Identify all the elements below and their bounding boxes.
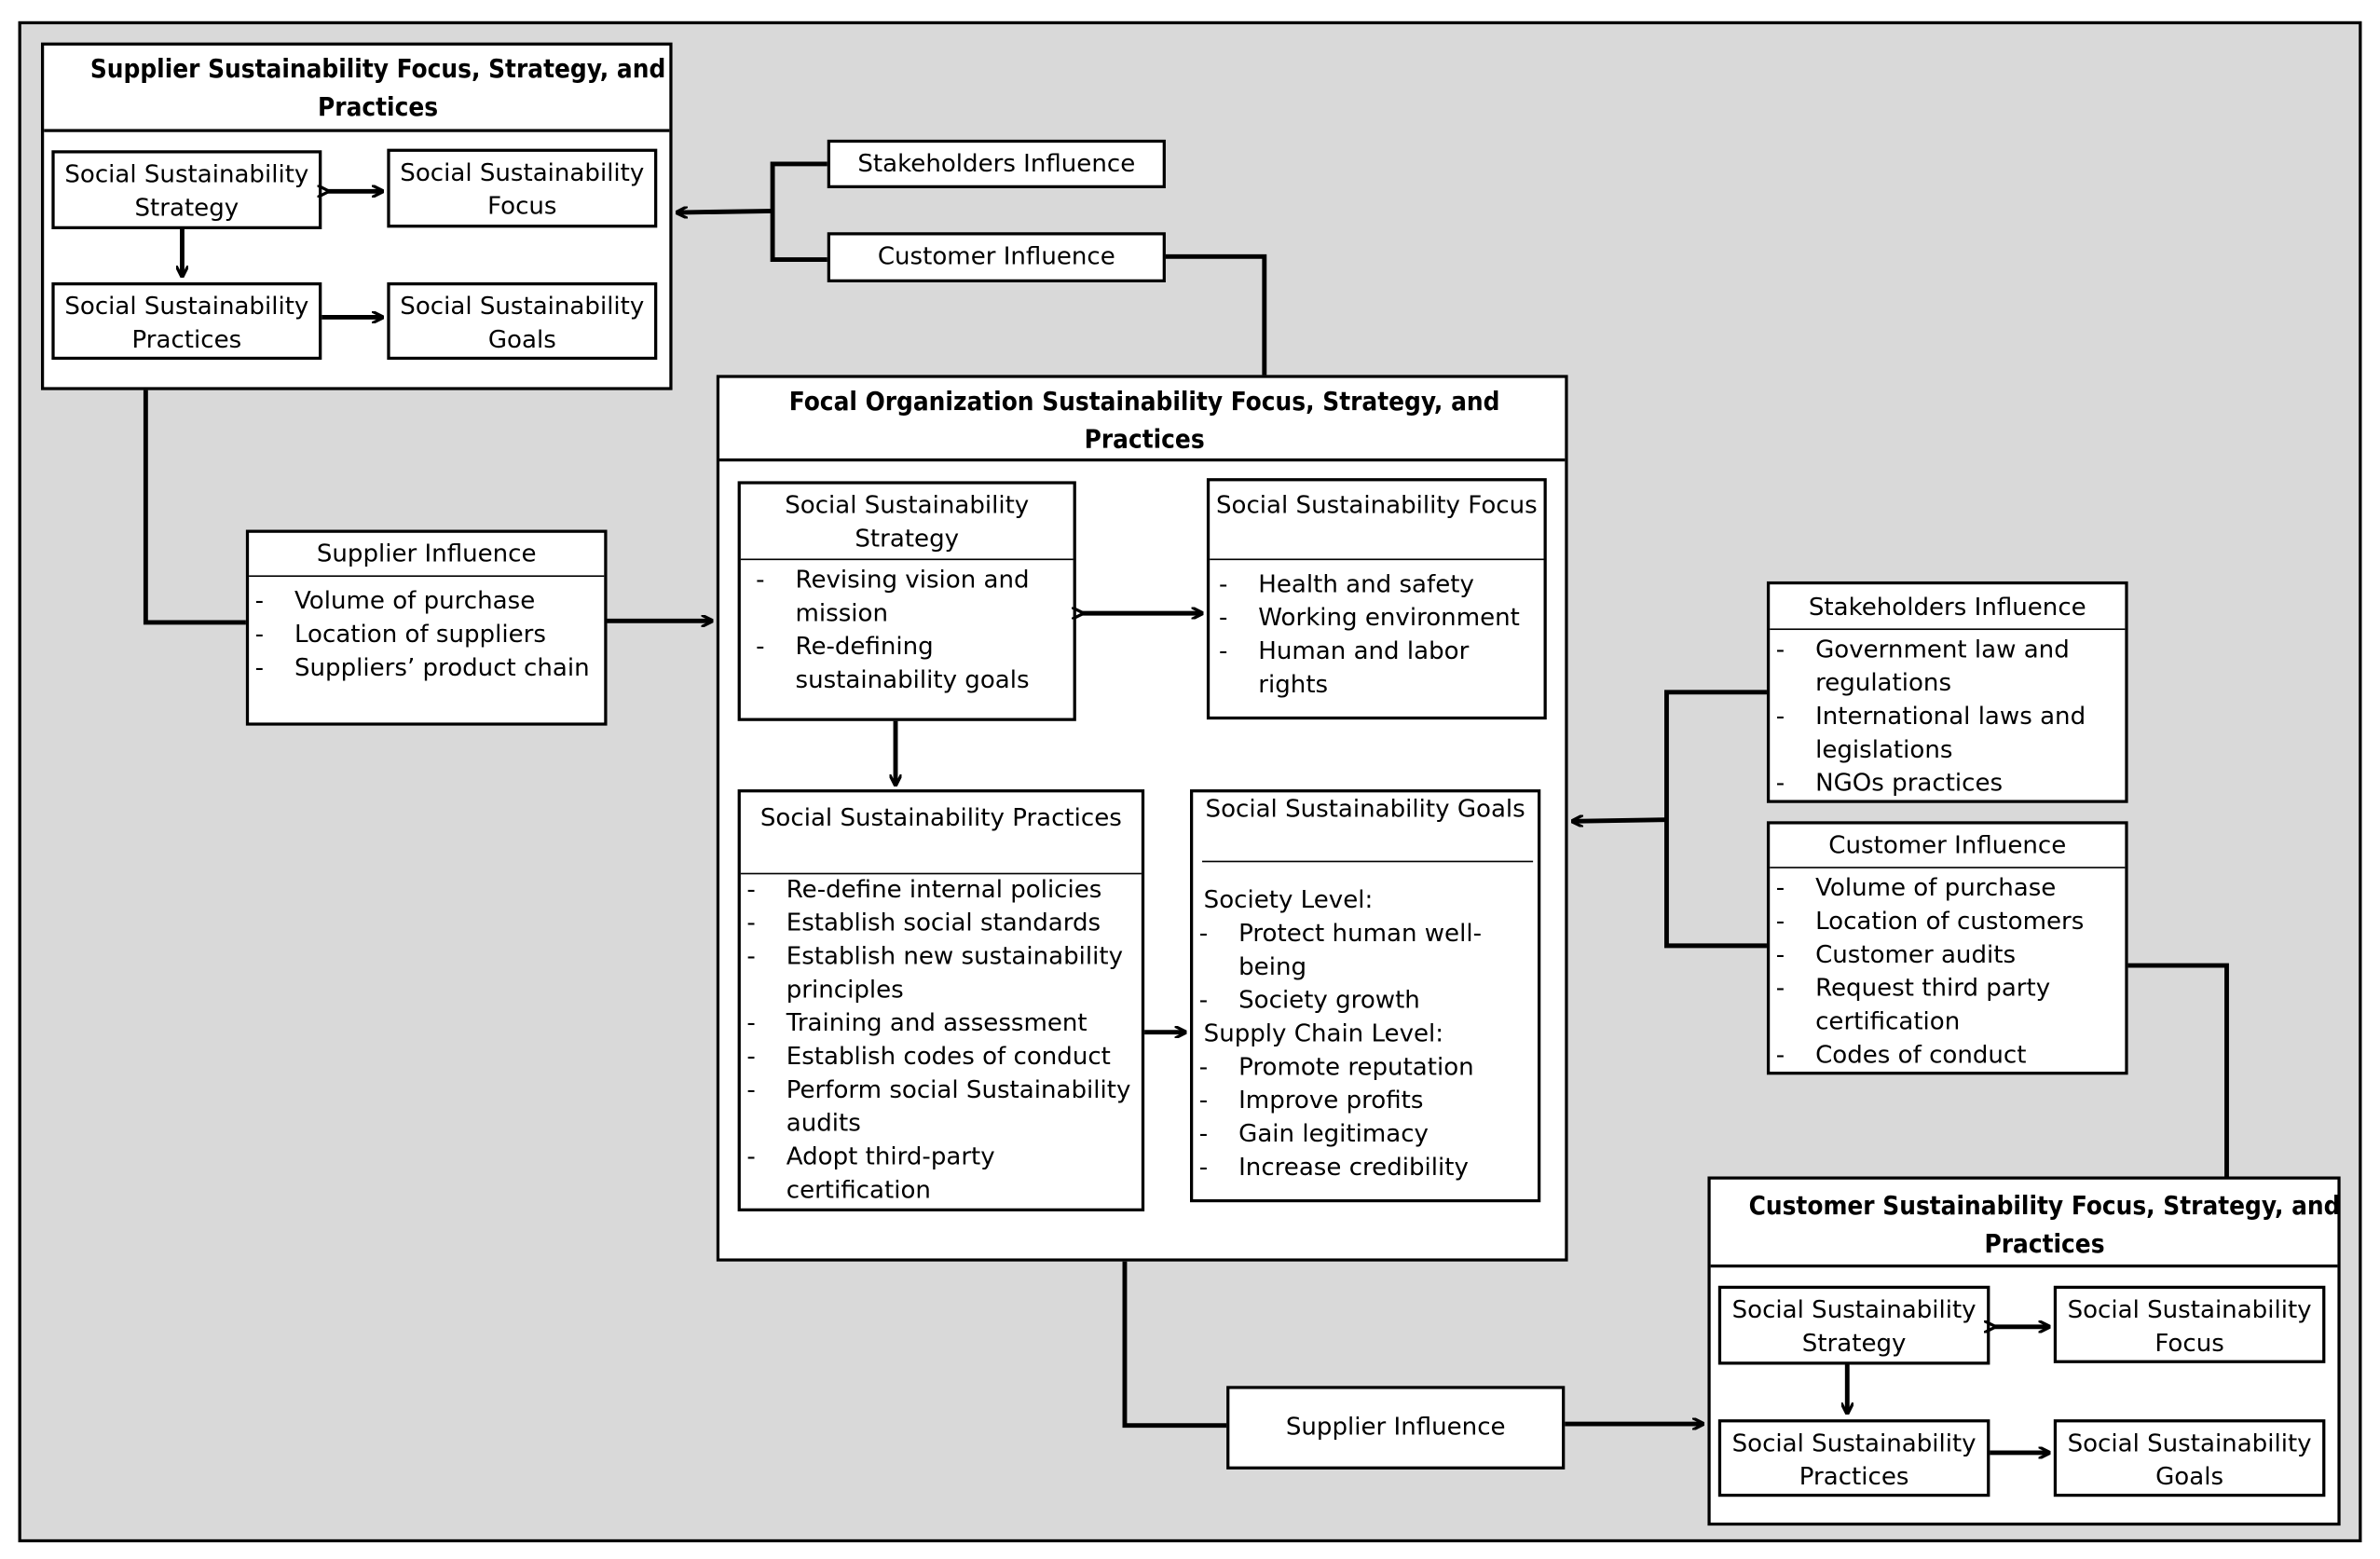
list-item: Promote reputation (1193, 1050, 1526, 1084)
focal-goals-box: Social Sustainability Goals Society Leve… (1190, 789, 1541, 1203)
supplier-goals-box: Social Sustainability Goals (387, 281, 658, 361)
focal-goals-title: Social Sustainability Goals (1205, 793, 1525, 823)
society-level-label: Society Level: (1203, 884, 1374, 914)
supplier-influence-box: Supplier Influence Volume of purchase Lo… (245, 529, 608, 726)
supplier-influence-list: Volume of purchase Location of suppliers… (249, 584, 595, 685)
list-item: Volume of purchase (1770, 871, 2119, 905)
customer-practices-box: Social Sustainability Practices (1717, 1419, 1990, 1497)
list-item: Government law and regulations (1770, 633, 2119, 700)
customer-goals-box: Social Sustainability Goals (2053, 1419, 2326, 1497)
list-item: Location of customers (1770, 905, 2119, 938)
supplier-influence-title: Supplier Influence (249, 538, 605, 578)
right-stakeholders-list: Government law and regulations Internati… (1770, 633, 2119, 800)
focal-practices-title: Social Sustainability Practices (740, 801, 1142, 875)
focal-strategy-box: Social Sustainability Strategy Revising … (737, 481, 1076, 721)
list-item: Establish new sustainability principles (741, 939, 1132, 1006)
right-stakeholders-title: Stakeholders Influence (1770, 591, 2126, 631)
list-item: Protect human well-being (1193, 917, 1511, 984)
focal-practices-list: Re-define internal policies Establish so… (741, 873, 1132, 1207)
focal-goals-title-divider (1202, 860, 1534, 863)
list-item: Society growth (1193, 984, 1511, 1018)
list-item: Codes of conduct (1770, 1038, 2119, 1072)
list-item: Re-defining sustainability goals (750, 630, 1054, 697)
focal-block-title-divider (719, 458, 1566, 462)
list-item: NGOs practices (1770, 767, 2119, 800)
list-item: Request third party certification (1770, 972, 2119, 1039)
list-item: Suppliers’ product chain (249, 651, 595, 685)
list-item: Revising vision and mission (750, 563, 1054, 630)
right-stakeholders-influence-box: Stakeholders Influence Government law an… (1766, 581, 2128, 803)
list-item: Adopt third-party certification (741, 1140, 1132, 1207)
list-item: Health and safety (1212, 568, 1538, 601)
top-customer-influence-box: Customer Influence (827, 232, 1166, 282)
list-item: Human and labor rights (1212, 635, 1538, 702)
focal-strategy-title: Social Sustainability Strategy (740, 489, 1074, 561)
supplier-focus-box: Social Sustainability Focus (387, 148, 658, 228)
customer-strategy-box: Social Sustainability Strategy (1717, 1285, 1990, 1365)
customer-focus-box: Social Sustainability Focus (2053, 1285, 2326, 1363)
list-item: Training and assessment (741, 1006, 1132, 1040)
list-item: Increase credibility (1193, 1151, 1526, 1184)
supplier-block-title: Supplier Sustainability Focus, Strategy,… (89, 54, 666, 123)
list-item: Establish codes of conduct (741, 1040, 1132, 1074)
list-item: Customer audits (1770, 938, 2119, 972)
supplier-practices-box: Social Sustainability Practices (51, 281, 322, 361)
customer-block-title: Customer Sustainability Focus, Strategy,… (1748, 1191, 2341, 1261)
list-item: International laws and legislations (1770, 700, 2119, 767)
focal-strategy-list: Revising vision and mission Re-defining … (750, 563, 1054, 696)
right-customer-influence-box: Customer Influence Volume of purchase Lo… (1766, 821, 2128, 1075)
customer-block-title-divider (1710, 1264, 2338, 1268)
focal-focus-title: Social Sustainability Focus (1210, 489, 1544, 561)
focal-focus-list: Health and safety Working environment Hu… (1212, 568, 1538, 701)
focal-focus-box: Social Sustainability Focus Health and s… (1206, 478, 1547, 720)
right-customer-title: Customer Influence (1770, 828, 2126, 868)
society-level-list: Protect human well-being Society growth (1193, 917, 1511, 1018)
right-customer-list: Volume of purchase Location of customers… (1770, 871, 2119, 1072)
supply-chain-level-list: Promote reputation Improve profits Gain … (1193, 1050, 1526, 1183)
top-stakeholders-influence-box: Stakeholders Influence (827, 139, 1166, 188)
bottom-supplier-influence-box: Supplier Influence (1226, 1386, 1566, 1470)
supply-chain-level-label: Supply Chain Level: (1203, 1019, 1444, 1048)
focal-practices-box: Social Sustainability Practices Re-defin… (737, 789, 1145, 1211)
list-item: Perform social Sustainability audits (741, 1074, 1132, 1141)
supplier-block-title-divider (44, 129, 670, 132)
focal-block-title: Focal Organization Sustainability Focus,… (788, 387, 1500, 456)
list-item: Location of suppliers (249, 618, 595, 651)
list-item: Working environment (1212, 601, 1538, 635)
supplier-strategy-box: Social Sustainability Strategy (51, 150, 322, 229)
list-item: Improve profits (1193, 1084, 1526, 1117)
list-item: Re-define internal policies (741, 873, 1132, 907)
list-item: Establish social standards (741, 907, 1132, 940)
list-item: Volume of purchase (249, 584, 595, 618)
list-item: Gain legitimacy (1193, 1117, 1526, 1151)
